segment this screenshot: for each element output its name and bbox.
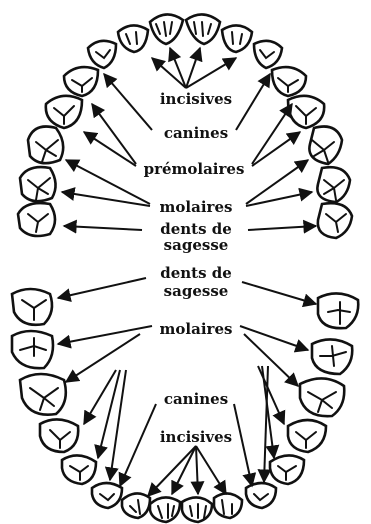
upper-molar-1-right bbox=[308, 125, 344, 166]
lower-canine-left bbox=[90, 481, 124, 510]
label-lower-dents-de-sagesse-1: dents de bbox=[160, 264, 232, 282]
arrow-upper-molar-right-2 bbox=[245, 187, 314, 207]
upper-molar-2-right bbox=[316, 165, 352, 204]
upper-wisdom-tooth-left bbox=[16, 201, 57, 238]
upper-canine-left bbox=[86, 39, 118, 70]
label-lower-incisives: incisives bbox=[160, 428, 232, 446]
arrow-upper-incisive-1 bbox=[150, 57, 187, 89]
upper-labels: incisives canines prémolaires molaires d… bbox=[144, 90, 245, 254]
arrow-upper-canine-right bbox=[235, 72, 271, 131]
arrow-lower-canine-left bbox=[118, 403, 157, 488]
arrow-lower-premolar-left-3 bbox=[104, 369, 127, 482]
arrow-upper-incisive-4 bbox=[185, 57, 238, 89]
lower-lateral-incisor-left bbox=[120, 492, 152, 520]
arrow-upper-premolar-left-1 bbox=[91, 102, 137, 165]
upper-arch bbox=[16, 13, 354, 240]
upper-lateral-incisor-left bbox=[116, 24, 150, 54]
label-lower-molaires: molaires bbox=[160, 320, 233, 338]
arrow-lower-premolar-right-1 bbox=[257, 365, 286, 426]
arrow-upper-incisive-2 bbox=[168, 46, 187, 89]
arrow-upper-molar-right-1 bbox=[245, 159, 310, 205]
label-upper-dents-de-sagesse-1: dents de bbox=[160, 220, 232, 238]
arrow-lower-premolar-left-2 bbox=[94, 369, 121, 460]
arrow-lower-premolar-right-3 bbox=[257, 365, 272, 484]
arrow-lower-canine-right bbox=[233, 403, 257, 488]
label-upper-premolaires: prémolaires bbox=[144, 160, 245, 178]
arrow-lower-incisive-2 bbox=[171, 445, 197, 496]
upper-premolar-1-right bbox=[270, 65, 308, 98]
upper-premolar-1-left bbox=[62, 65, 100, 98]
lower-molar-1-left bbox=[18, 372, 68, 416]
upper-canine-right bbox=[252, 39, 284, 70]
upper-molar-2-left bbox=[18, 165, 57, 203]
arrow-lower-molar-right-1 bbox=[239, 325, 310, 353]
lower-central-incisor-right bbox=[180, 496, 214, 524]
lower-canine-right bbox=[244, 481, 278, 510]
arrow-upper-wisdom-right bbox=[247, 219, 318, 234]
label-upper-molaires: molaires bbox=[160, 198, 233, 216]
lower-arrows bbox=[56, 277, 318, 498]
arrow-lower-wisdom-left bbox=[56, 277, 147, 303]
arrow-upper-canine-left bbox=[103, 72, 153, 131]
lower-lateral-incisor-right bbox=[212, 492, 244, 520]
label-upper-canines: canines bbox=[164, 124, 228, 142]
arrow-upper-incisive-3 bbox=[185, 46, 203, 89]
lower-premolar-1-left bbox=[60, 454, 98, 486]
lower-molar-1-right bbox=[298, 377, 346, 418]
arrow-lower-molar-left-1 bbox=[56, 325, 153, 349]
arrow-upper-wisdom-left bbox=[62, 219, 143, 234]
label-upper-incisives: incisives bbox=[160, 90, 232, 108]
arrow-upper-molar-left-2 bbox=[60, 187, 151, 207]
lower-wisdom-tooth-left bbox=[10, 287, 54, 327]
upper-wisdom-tooth-right bbox=[316, 201, 354, 240]
lower-premolar-1-right bbox=[268, 454, 306, 486]
arrow-upper-premolar-right-2 bbox=[251, 131, 302, 167]
lower-wisdom-tooth-right bbox=[316, 292, 360, 330]
lower-premolar-2-right bbox=[286, 418, 328, 454]
upper-premolar-2-left bbox=[44, 94, 84, 130]
label-upper-dents-de-sagesse-2: sagesse bbox=[164, 236, 229, 254]
lower-arch bbox=[10, 287, 360, 524]
arrow-lower-molar-left-2 bbox=[64, 333, 141, 383]
lower-premolar-2-left bbox=[38, 418, 80, 454]
lower-molar-2-right bbox=[310, 338, 354, 376]
arrow-lower-premolar-left-1 bbox=[83, 369, 117, 426]
arrow-upper-molar-left-1 bbox=[64, 159, 151, 205]
arrow-upper-premolar-right-1 bbox=[251, 102, 293, 165]
lower-labels: dents de sagesse molaires canines incisi… bbox=[160, 264, 233, 446]
upper-lateral-incisor-right bbox=[220, 24, 254, 54]
arrow-upper-premolar-left-2 bbox=[82, 131, 137, 167]
arrow-lower-incisive-1 bbox=[147, 445, 197, 498]
label-lower-dents-de-sagesse-2: sagesse bbox=[164, 282, 229, 300]
arrow-lower-incisive-4 bbox=[195, 445, 227, 496]
arrow-lower-wisdom-right bbox=[241, 281, 318, 308]
upper-molar-1-left bbox=[26, 125, 65, 165]
arrow-lower-molar-right-2 bbox=[243, 333, 300, 387]
arrow-lower-incisive-3 bbox=[190, 445, 205, 496]
label-lower-canines: canines bbox=[164, 390, 228, 408]
lower-central-incisor-left bbox=[148, 496, 182, 524]
upper-central-incisor-right bbox=[184, 13, 222, 46]
lower-molar-2-left bbox=[10, 329, 55, 370]
upper-premolar-2-right bbox=[286, 94, 326, 130]
arrow-lower-premolar-right-2 bbox=[261, 365, 280, 460]
upper-central-incisor-left bbox=[148, 13, 185, 46]
upper-arrows bbox=[60, 46, 318, 234]
